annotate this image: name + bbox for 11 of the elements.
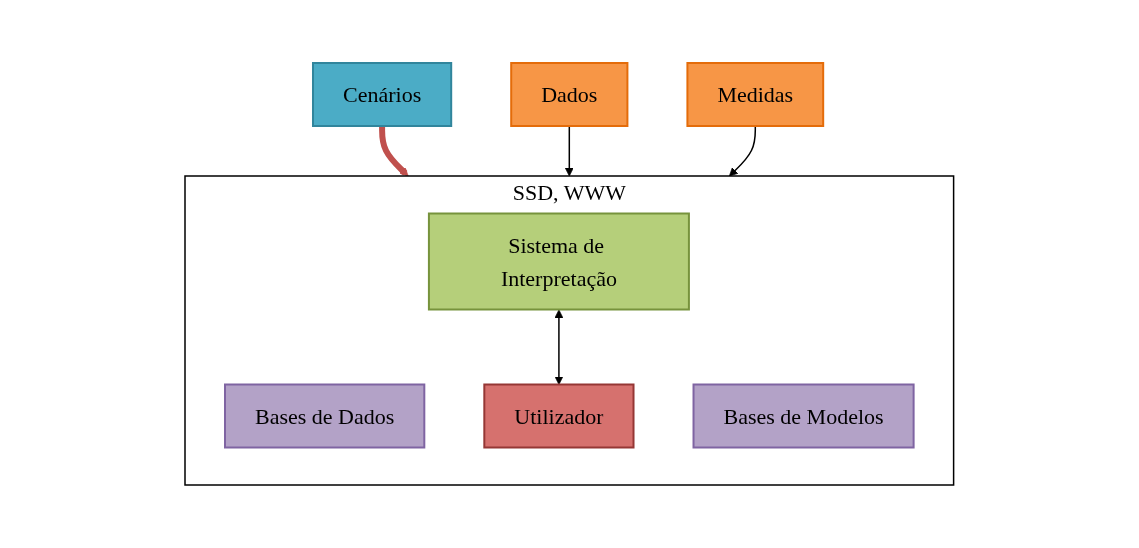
arrow [729, 125, 757, 177]
arrow [379, 126, 409, 177]
arrow [565, 125, 574, 177]
node-box: Medidas [686, 62, 825, 127]
node-box: Bases de Dados [224, 383, 426, 449]
node-box: Sistema de Interpretação [428, 212, 691, 311]
node-box: Cenários [312, 62, 453, 127]
node-box: Dados [510, 62, 629, 127]
arrow [554, 309, 564, 385]
node-box: Bases de Modelos [692, 383, 915, 449]
node-box: Utilizador [483, 383, 635, 449]
